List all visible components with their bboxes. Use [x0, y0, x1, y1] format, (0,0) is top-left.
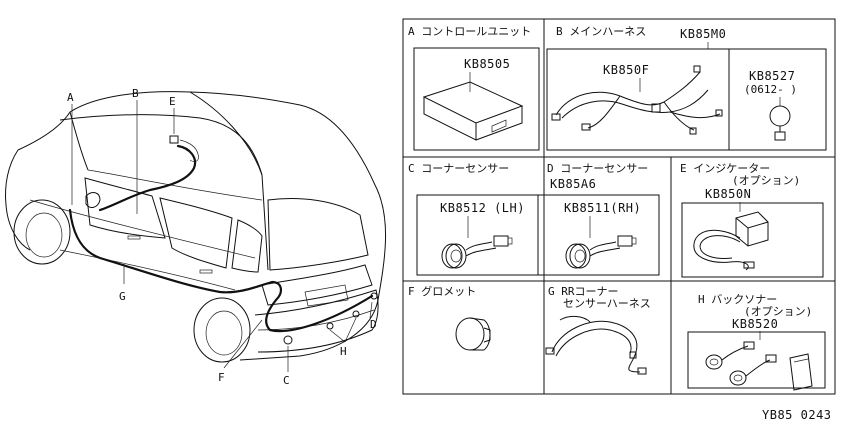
panel-h-title: H バックソナー [698, 293, 777, 306]
back-sonar-icon [705, 341, 813, 391]
panel-g: G RRコーナー センサーハーネス [545, 285, 651, 375]
panel-b: B メインハーネス KB85M0 KB850F KB8527 (0612- ) [546, 25, 827, 151]
grommet-icon [455, 317, 491, 351]
corner-sensor-rh-icon [565, 235, 637, 269]
panel-a-title: A コントロールユニット [408, 25, 531, 38]
control-unit-icon [422, 81, 524, 141]
car-illustration [5, 91, 387, 372]
panel-h-code: KB8520 [732, 317, 778, 331]
panel-g-title2: センサーハーネス [563, 297, 651, 310]
indicator-icon [693, 211, 769, 271]
callout-f: F [218, 371, 225, 384]
panel-e-subtitle: (オプション) [732, 174, 800, 187]
panel-a-code: KB8505 [464, 57, 510, 71]
panel-b-code-main: KB85M0 [680, 27, 726, 41]
panel-e-frame [681, 202, 824, 278]
relay-icon [769, 105, 791, 141]
panel-b-frame [546, 48, 827, 151]
panel-b-title: B メインハーネス [556, 25, 646, 38]
panel-a: A コントロールユニット KB8505 [408, 25, 540, 151]
panel-b-code-alt: KB8527 [749, 69, 795, 83]
callout-d: D [370, 318, 377, 331]
panel-c: C コーナーセンサー KB8512 (LH) [408, 162, 660, 276]
parts-grid [402, 18, 836, 395]
panel-b-code-sub: KB850F [603, 63, 649, 77]
panel-f-title: F グロメット [408, 284, 476, 298]
main-harness-icon [551, 65, 723, 135]
callout-e: E [169, 95, 176, 108]
panel-h-frame [687, 331, 826, 389]
panel-e-title: E インジケーター [680, 162, 770, 175]
panel-d-title: D コーナーセンサー [547, 162, 648, 175]
panel-g-title: G RRコーナー [548, 285, 619, 298]
panel-e: E インジケーター (オプション) KB850N [680, 162, 824, 278]
corner-sensor-lh-icon [441, 235, 513, 269]
panel-b-code-alt-note: (0612- ) [744, 83, 797, 96]
panel-d: D コーナーセンサー KB85A6 KB8511(RH) [547, 162, 648, 269]
panel-d-code: KB8511(RH) [564, 201, 641, 215]
panel-c-title: C コーナーセンサー [408, 162, 509, 175]
footer-ref: YB85 0243 [762, 408, 832, 422]
rr-corner-harness-icon [545, 315, 647, 375]
callout-h: H [340, 345, 347, 358]
panel-c-code: KB8512 (LH) [440, 201, 525, 215]
panel-d-code-group: KB85A6 [550, 177, 596, 191]
callout-a: A [67, 91, 74, 104]
panel-a-frame [413, 47, 540, 151]
panel-h: H バックソナー (オプション) KB8520 [687, 293, 826, 391]
callout-g: G [119, 290, 126, 303]
panel-e-code: KB850N [705, 187, 751, 201]
panel-h-subtitle: (オプション) [744, 305, 812, 318]
panel-f: F グロメット [408, 284, 491, 351]
callout-b: B [132, 87, 139, 100]
callout-c: C [283, 374, 290, 387]
